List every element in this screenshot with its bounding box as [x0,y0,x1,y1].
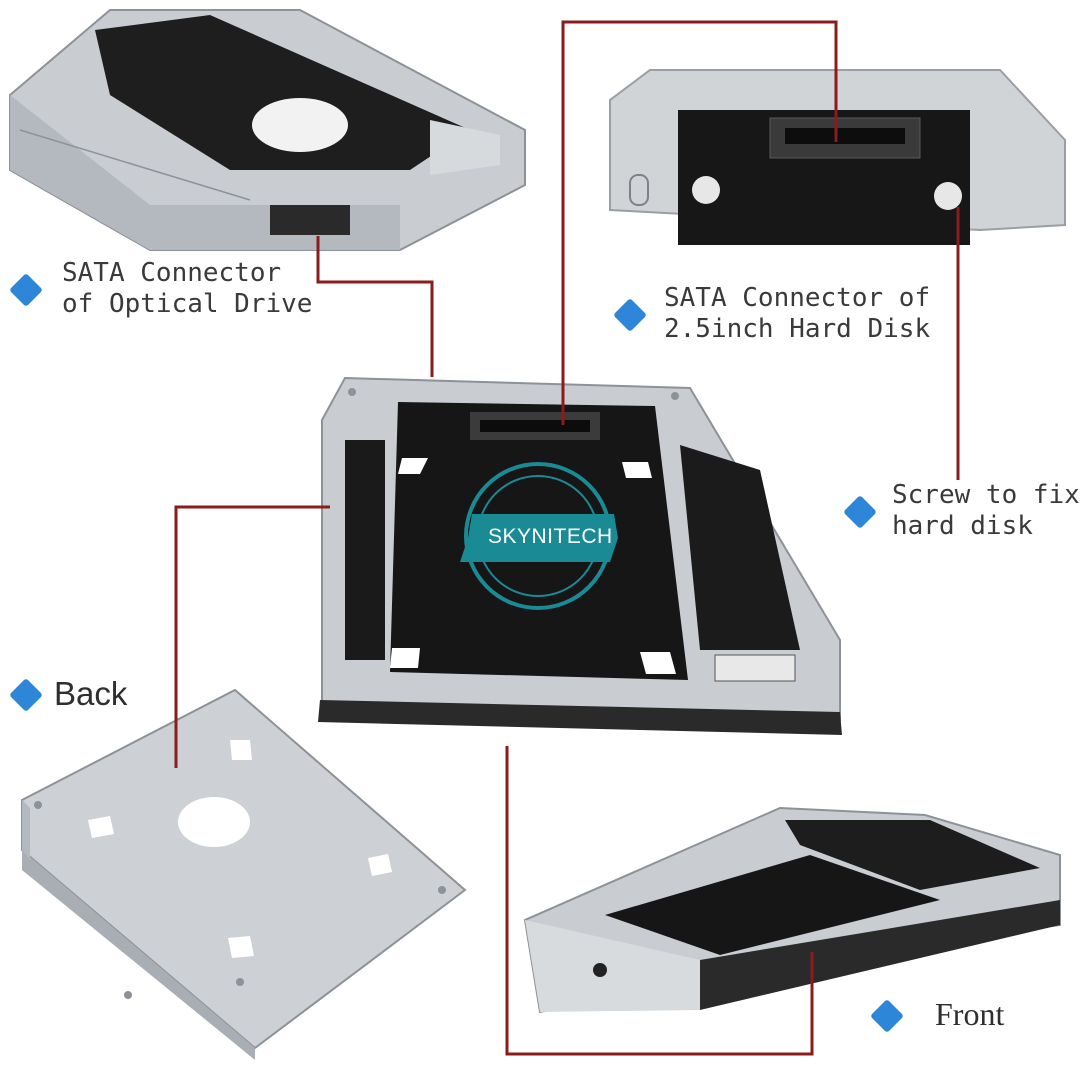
diamond-bullet-icon [613,298,647,332]
label-optical-line2: of Optical Drive [62,289,313,319]
label-front-text: Front [935,996,1005,1032]
leader-lines [174,20,960,1056]
leader-hdd [561,20,838,425]
leader-optical [316,236,434,377]
diamond-bullet-icon [9,678,43,712]
caddy-back [21,688,467,1060]
label-hdd-line2: 2.5inch Hard Disk [664,314,931,344]
label-back-text: Back [54,675,128,712]
label-optical-line1: SATA Connector [62,258,282,288]
label-optical-connector: SATA Connector of Optical Drive [9,258,313,320]
label-screw-line1: Screw to fix [892,480,1080,510]
leader-back [174,505,330,768]
caddy-front [523,806,1061,1014]
diamond-bullet-icon [9,273,43,307]
label-screw-line2: hard disk [892,511,1033,541]
caddy-top-right [609,69,1066,245]
label-screw: Screw to fix hard disk [843,480,1080,542]
diamond-bullet-icon [843,495,877,529]
leader-front [505,746,814,1056]
label-hdd-line1: SATA Connector of [664,283,931,313]
watermark-emblem [460,462,618,610]
watermark-brand: SKYNITECH [488,525,613,548]
label-hdd-connector: SATA Connector of 2.5inch Hard Disk [613,283,931,345]
label-back: Back [9,675,128,713]
diamond-bullet-icon [870,999,904,1033]
caddy-top-left [9,9,526,251]
label-front: Front [870,995,1005,1033]
